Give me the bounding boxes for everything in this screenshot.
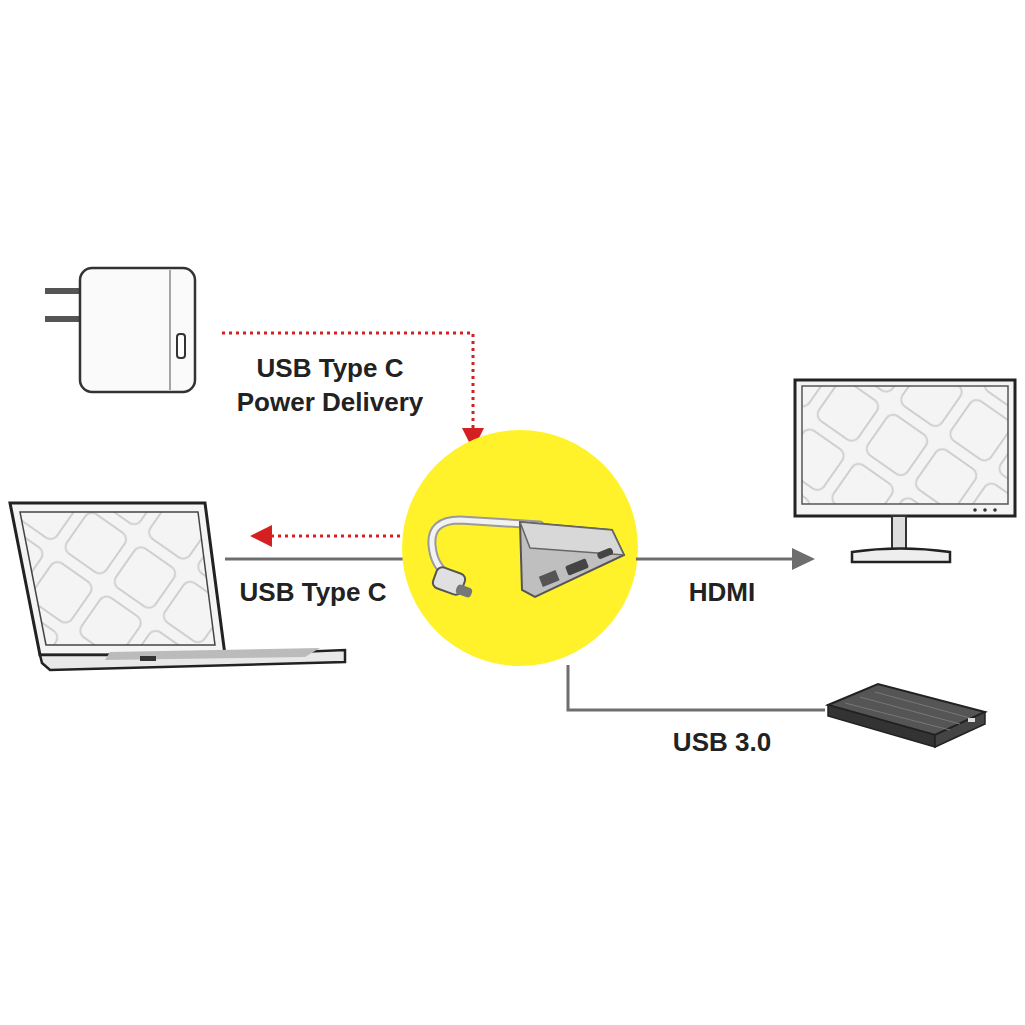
arrow-head xyxy=(792,548,815,570)
arrow-head xyxy=(250,525,272,547)
connection-label: USB Type C Power Delivery xyxy=(224,351,436,419)
monitor xyxy=(795,380,1015,562)
usb-c-line xyxy=(225,558,405,561)
power-line xyxy=(222,333,473,430)
hdmi-line xyxy=(636,558,795,561)
connection-label: HDMI xyxy=(689,575,755,609)
connection-label: USB Type C xyxy=(240,575,387,609)
external-drive xyxy=(828,684,985,747)
power-line xyxy=(270,535,400,538)
connection-label: USB 3.0 xyxy=(673,725,771,759)
usb-c-adapter xyxy=(431,520,624,598)
usb3-line xyxy=(568,665,825,710)
highlight-circle xyxy=(402,430,638,666)
power-charger xyxy=(45,268,195,392)
